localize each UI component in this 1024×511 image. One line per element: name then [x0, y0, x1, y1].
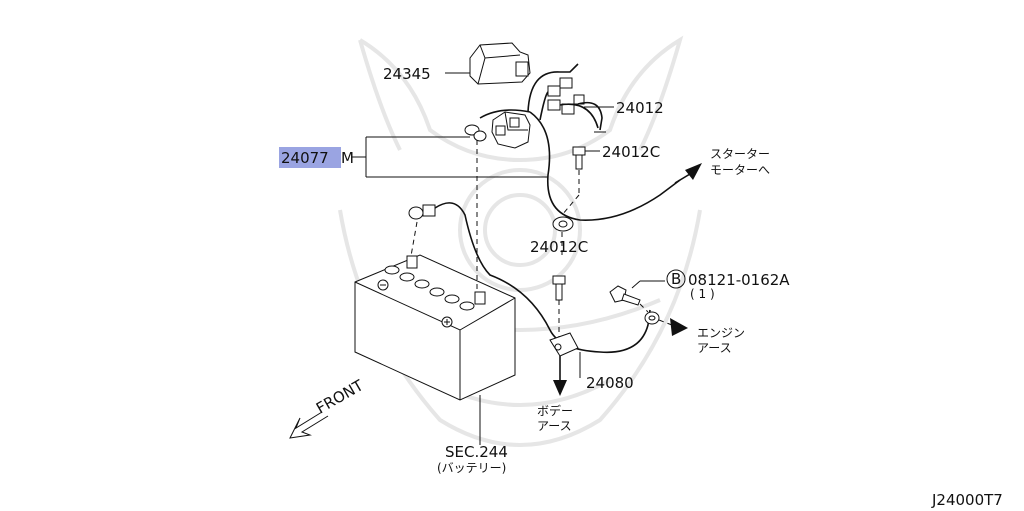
bolt-24012c-top[interactable]: [572, 146, 586, 170]
circled-b-marker: [666, 269, 686, 289]
body-earth-line2: アース: [537, 419, 572, 433]
front-direction-arrow: [289, 411, 329, 439]
harness-wire-top: [527, 63, 579, 113]
terminal-wire: [479, 109, 531, 119]
part-label-24077[interactable]: 24077: [281, 149, 329, 167]
harness-wire-right2: [559, 103, 599, 129]
part-label-24012c-top[interactable]: 24012C: [602, 143, 660, 161]
harness-connectors[interactable]: [547, 77, 585, 115]
harness-wire-mid: [539, 91, 549, 121]
cover-24345[interactable]: [469, 42, 531, 85]
harness-ring-terminal: [552, 216, 574, 232]
arrow-to-body: [553, 356, 567, 396]
engine-earth-ring: [644, 311, 660, 325]
bolt-engine-earth[interactable]: [609, 285, 641, 306]
watermark-emblem: [338, 35, 702, 447]
diagram-code: J24000T7: [931, 491, 1003, 509]
harness-wire-right: [577, 101, 603, 131]
arrow-to-starter: [674, 163, 702, 184]
leader-08121: [631, 280, 641, 289]
part-label-24080[interactable]: 24080: [586, 374, 634, 392]
part-label-24345[interactable]: 24345: [383, 65, 431, 83]
earth-cable-24080: [434, 202, 651, 354]
part-suffix-24077: M: [341, 149, 354, 167]
battery-caps: [384, 255, 486, 311]
negative-terminal[interactable]: [408, 204, 436, 220]
body-earth-ring: [549, 332, 579, 357]
battery[interactable]: [354, 254, 516, 401]
part-label-24012c-bottom[interactable]: 24012C: [530, 238, 588, 256]
circled-b-letter: B: [671, 270, 681, 288]
dash-engine-bolt: [639, 303, 649, 313]
dash-bolt-top2: [561, 194, 580, 216]
leader-24077: [352, 136, 548, 178]
starter-cable: [529, 111, 681, 221]
bolt-quantity: ( 1 ): [690, 287, 715, 301]
starter-label-line1: スターター: [710, 147, 770, 161]
front-label: FRONT: [313, 376, 367, 418]
arrow-to-engine: [670, 318, 688, 336]
part-label-24012[interactable]: 24012: [616, 99, 664, 117]
engine-earth-line2: アース: [697, 341, 732, 355]
starter-label-line2: モーターへ: [710, 163, 770, 177]
battery-label: (バッテリー): [437, 461, 506, 475]
bolt-body-earth[interactable]: [552, 275, 566, 301]
dash-engine-arrow: [658, 319, 673, 326]
battery-section-label[interactable]: SEC.244: [445, 443, 508, 461]
engine-earth-line1: エンジン: [697, 326, 745, 340]
part-label-08121[interactable]: 08121-0162A: [688, 271, 790, 289]
selected-part-highlight[interactable]: [279, 147, 341, 168]
dash-negative: [410, 221, 418, 257]
body-earth-line1: ボデー: [537, 403, 573, 418]
positive-terminal-block[interactable]: [464, 111, 531, 149]
